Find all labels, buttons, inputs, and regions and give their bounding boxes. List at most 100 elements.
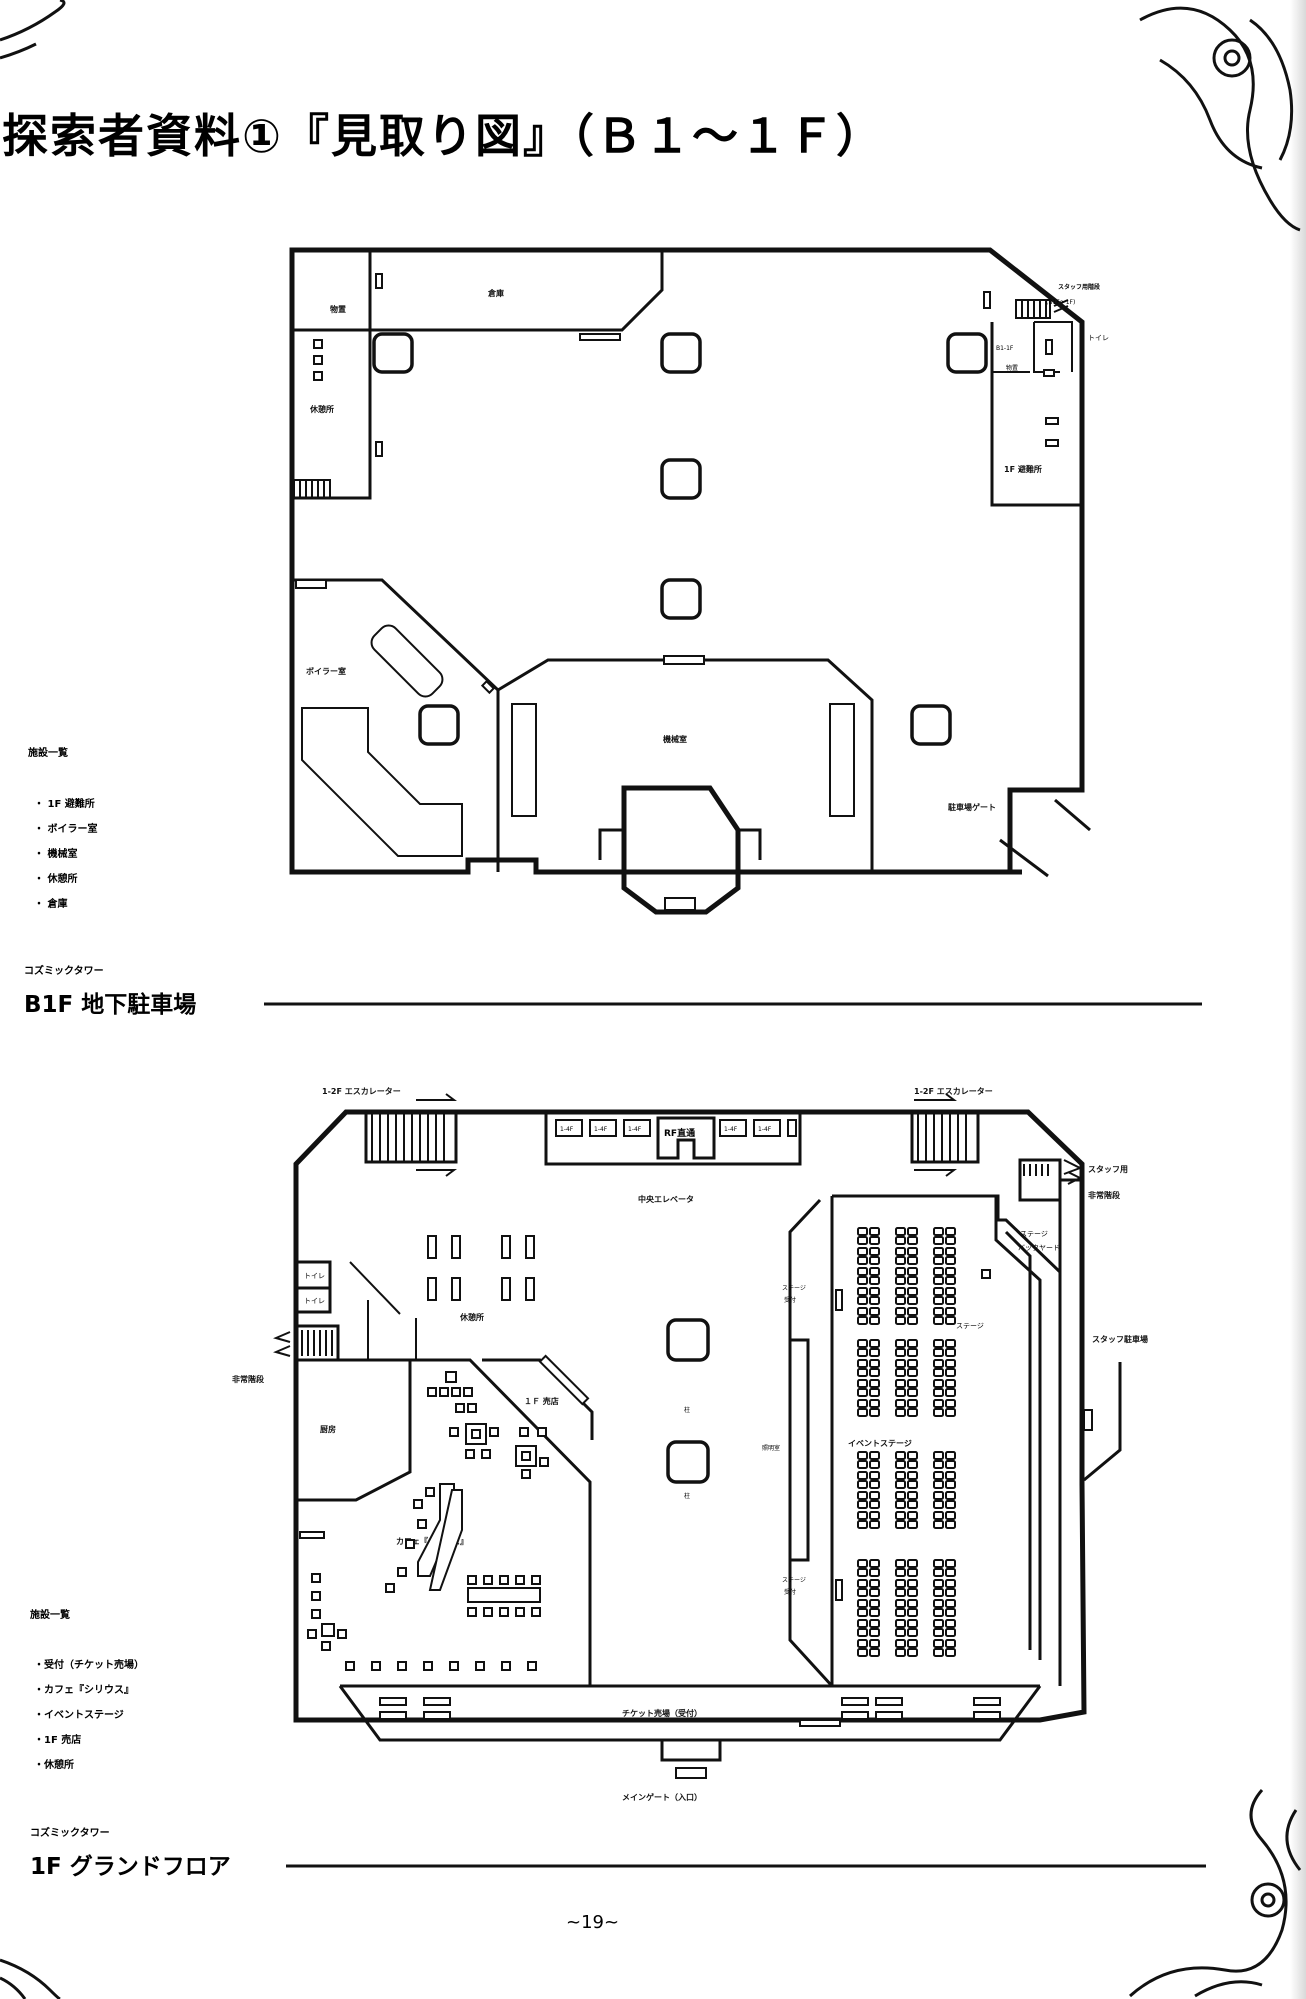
- 1f-cafe: [410, 1358, 592, 1686]
- 1f-label-stage-reception-lower: ステージ: [782, 1577, 806, 1584]
- stage-seat: [907, 1227, 918, 1236]
- stage-seat: [945, 1236, 956, 1245]
- stage-seat: [869, 1359, 880, 1368]
- b1f-machine-unit-right: [829, 703, 855, 817]
- 1f-facility-item: 1F 売店: [44, 1733, 81, 1746]
- stage-seat: [869, 1639, 880, 1648]
- stage-seat: [857, 1511, 868, 1520]
- 1f-kitchen-counter: [299, 1531, 325, 1539]
- corner-ornament-bottom-left: [0, 1958, 61, 1999]
- b1f-pillar: [910, 704, 952, 746]
- b1f-pillar: [946, 332, 988, 374]
- stage-seat: [857, 1388, 868, 1397]
- 1f-label-reception: 受付: [784, 1296, 796, 1304]
- svg-text:1-4F: 1-4F: [594, 1126, 608, 1133]
- stage-seat: [869, 1348, 880, 1357]
- 1f-ticket-counters: [379, 1697, 1001, 1720]
- stage-seat: [933, 1608, 944, 1617]
- stage-seat: [945, 1648, 956, 1657]
- stage-seat: [907, 1471, 918, 1480]
- 1f-label-kitchen: 厨房: [320, 1424, 336, 1434]
- stage-seat: [895, 1368, 906, 1377]
- stage-seat: [945, 1339, 956, 1348]
- b1f-gate-ramp-2: [1054, 798, 1091, 832]
- stage-seat: [857, 1348, 868, 1357]
- stage-seat: [895, 1296, 906, 1305]
- stage-seat: [945, 1247, 956, 1256]
- stage-seat: [869, 1256, 880, 1265]
- stage-seat: [907, 1399, 918, 1408]
- stage-seat: [907, 1296, 918, 1305]
- b1f-rest-area: [292, 328, 372, 500]
- b1f-rest-seat: [313, 355, 323, 365]
- stage-seat: [895, 1236, 906, 1245]
- b1f-boiler-door: [295, 579, 327, 589]
- stage-seat: [945, 1460, 956, 1469]
- stage-seat: [869, 1247, 880, 1256]
- svg-text:・ 機械室: ・ 機械室: [34, 847, 77, 860]
- 1f-pillar: [666, 1318, 710, 1362]
- stage-seat: [945, 1500, 956, 1509]
- b1f-machine-alcove-arms: [598, 828, 762, 860]
- stage-seat: [869, 1276, 880, 1285]
- page-title: 探索者資料①『見取り図』（Ｂ１～１Ｆ）: [2, 109, 884, 163]
- b1f-toilet-door-2: [1043, 369, 1055, 377]
- stage-seat: [869, 1307, 880, 1316]
- b1f-rest-seat: [313, 371, 323, 381]
- stage-seat: [945, 1316, 956, 1325]
- stage-seat: [857, 1236, 868, 1245]
- 1f-facility-item: 休憩所: [43, 1758, 74, 1771]
- stage-seat: [945, 1588, 956, 1597]
- 1f-label-stage-backyard-1: ステージ: [1020, 1230, 1048, 1238]
- stage-seat: [907, 1316, 918, 1325]
- b1f-shelter-seat: [1045, 439, 1059, 447]
- stage-seat: [857, 1339, 868, 1348]
- stage-seat: [895, 1256, 906, 1265]
- stage-seat: [857, 1267, 868, 1276]
- b1f-pillar: [660, 578, 702, 620]
- stage-seat: [907, 1307, 918, 1316]
- svg-text:1-4F: 1-4F: [560, 1126, 574, 1133]
- stage-seat: [857, 1608, 868, 1617]
- stage-seat: [895, 1511, 906, 1520]
- stage-seat: [895, 1568, 906, 1577]
- stage-seat: [895, 1359, 906, 1368]
- stage-seat: [945, 1359, 956, 1368]
- stage-seat: [857, 1568, 868, 1577]
- stage-seat: [945, 1267, 956, 1276]
- stage-seat: [933, 1480, 944, 1489]
- 1f-facility-heading: 施設一覧: [30, 1608, 70, 1621]
- stage-seat: [945, 1408, 956, 1417]
- stage-seat: [869, 1511, 880, 1520]
- stage-seat: [933, 1451, 944, 1460]
- stage-seat: [945, 1399, 956, 1408]
- stage-seat: [933, 1227, 944, 1236]
- 1f-facility-item: 受付（チケット売場）: [44, 1658, 144, 1671]
- 1f-toilet-block: [296, 1260, 332, 1314]
- stage-seat: [869, 1628, 880, 1637]
- b1f-facility-item: 1F 避難所: [47, 797, 94, 810]
- stage-seat: [933, 1628, 944, 1637]
- stage-seat: [869, 1368, 880, 1377]
- 1f-elevator-bank: 1-4F 1-4F 1-4F 1-4F 1-4F: [544, 1112, 802, 1166]
- stage-seat: [869, 1579, 880, 1588]
- page-edge-shadow: [1290, 0, 1306, 1999]
- b1f-toilet-door: [1045, 339, 1053, 355]
- stage-seat: [869, 1267, 880, 1276]
- b1f-shelter-door: [983, 291, 991, 309]
- 1f-exit-door: [799, 1719, 841, 1727]
- 1f-main-gate-opening: [660, 1740, 722, 1762]
- 1f-ticket-strip: [338, 1684, 1042, 1742]
- stage-seat: [857, 1599, 868, 1608]
- stage-seat: [907, 1588, 918, 1597]
- stage-seat: [857, 1316, 868, 1325]
- svg-text:・ 1F 避難所: ・ 1F 避難所: [34, 797, 95, 810]
- stage-seat: [869, 1287, 880, 1296]
- 1f-caption-small: コズミックタワー: [30, 1826, 110, 1839]
- stage-seat: [933, 1559, 944, 1568]
- b1f-stairs-arrow: [1053, 299, 1069, 313]
- b1f-label-closet-small: 物置: [1006, 364, 1018, 372]
- stage-seat: [895, 1500, 906, 1509]
- 1f-shop-counter: [538, 1354, 590, 1406]
- b1f-outer-wall: [289, 247, 1085, 875]
